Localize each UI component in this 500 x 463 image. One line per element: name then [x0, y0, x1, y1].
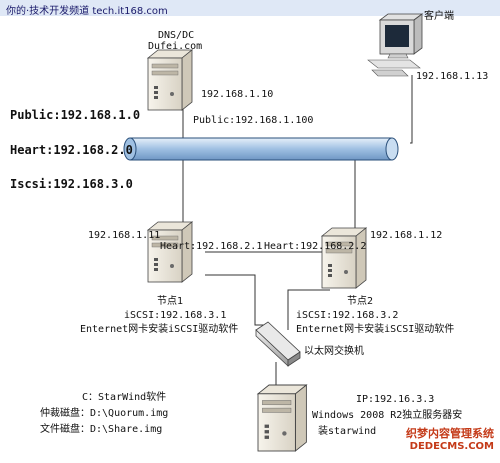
- node1-heart-ip: Heart:192.168.2.1: [160, 241, 262, 252]
- node2-iscsi-ip: iSCSI:192.168.3.2: [296, 310, 398, 321]
- bus-right-cap: [385, 137, 399, 161]
- site-banner: 你的·技术开发频道 tech.it168.com: [0, 0, 500, 17]
- storage-share-disk: 文件磁盘：D:\Share.img: [40, 422, 162, 435]
- storage-desc-line1: Windows 2008 R2独立服务器安: [312, 408, 462, 421]
- client-ip: 192.168.1.13: [416, 71, 488, 82]
- network-bus: [123, 137, 399, 161]
- iscsi-network-label: Iscsi:192.168.3.0: [10, 177, 133, 191]
- heart-network-label: Heart:192.168.2.0: [10, 143, 133, 157]
- dns-server-host: Dufei.com: [148, 41, 202, 52]
- dns-server-icon: [147, 49, 193, 111]
- storage-software: C：StarWind软件: [82, 390, 166, 403]
- node2-heart-ip: Heart:192.168.2.2: [264, 241, 366, 252]
- site-banner-text: 你的·技术开发频道 tech.it168.com: [6, 6, 168, 17]
- node1-public-ip: 192.168.1.11: [88, 230, 160, 241]
- node2-server-icon: [321, 227, 367, 289]
- node1-iscsi-ip: iSCSI:192.168.3.1: [124, 310, 226, 321]
- client-to-bus-line: [410, 75, 413, 144]
- node1-nic-note: Enternet网卡安装iSCSI驱动软件: [80, 322, 238, 335]
- storage-desc-line2: 装starwind: [318, 424, 376, 437]
- node2-public-ip: 192.168.1.12: [370, 230, 442, 241]
- node2-to-switch-line: [287, 289, 330, 330]
- node2-nic-note: Enternet网卡安装iSCSI驱动软件: [296, 322, 454, 335]
- public-virtual-ip: Public:192.168.1.100: [193, 115, 313, 126]
- client-name: 客户端: [424, 9, 454, 22]
- node1-name: 节点1: [157, 295, 183, 307]
- client-computer-icon: [367, 13, 424, 77]
- switch-label: 以太网交换机: [304, 344, 364, 357]
- dns-server-ip: 192.168.1.10: [201, 89, 273, 100]
- storage-ip: IP:192.16.3.3: [356, 394, 434, 405]
- connection-lines: [182, 75, 413, 400]
- node1-to-switch-line: [205, 274, 268, 326]
- watermark-line1: 织梦内容管理系统: [406, 427, 494, 440]
- bus-left-cap: [123, 137, 137, 161]
- node2-name: 节点2: [347, 295, 373, 307]
- storage-quorum-disk: 仲裁磁盘：D:\Quorum.img: [40, 406, 168, 419]
- watermark-line2: DEDECMS.COM: [409, 441, 494, 452]
- watermark: 织梦内容管理系统 DEDECMS.COM: [356, 425, 496, 459]
- public-network-label: Public:192.168.1.0: [10, 108, 140, 122]
- ethernet-switch-icon: [255, 321, 301, 367]
- bus-body: [129, 137, 393, 161]
- storage-server-icon: [257, 384, 307, 452]
- dns-server-name: DNS/DC: [158, 30, 194, 41]
